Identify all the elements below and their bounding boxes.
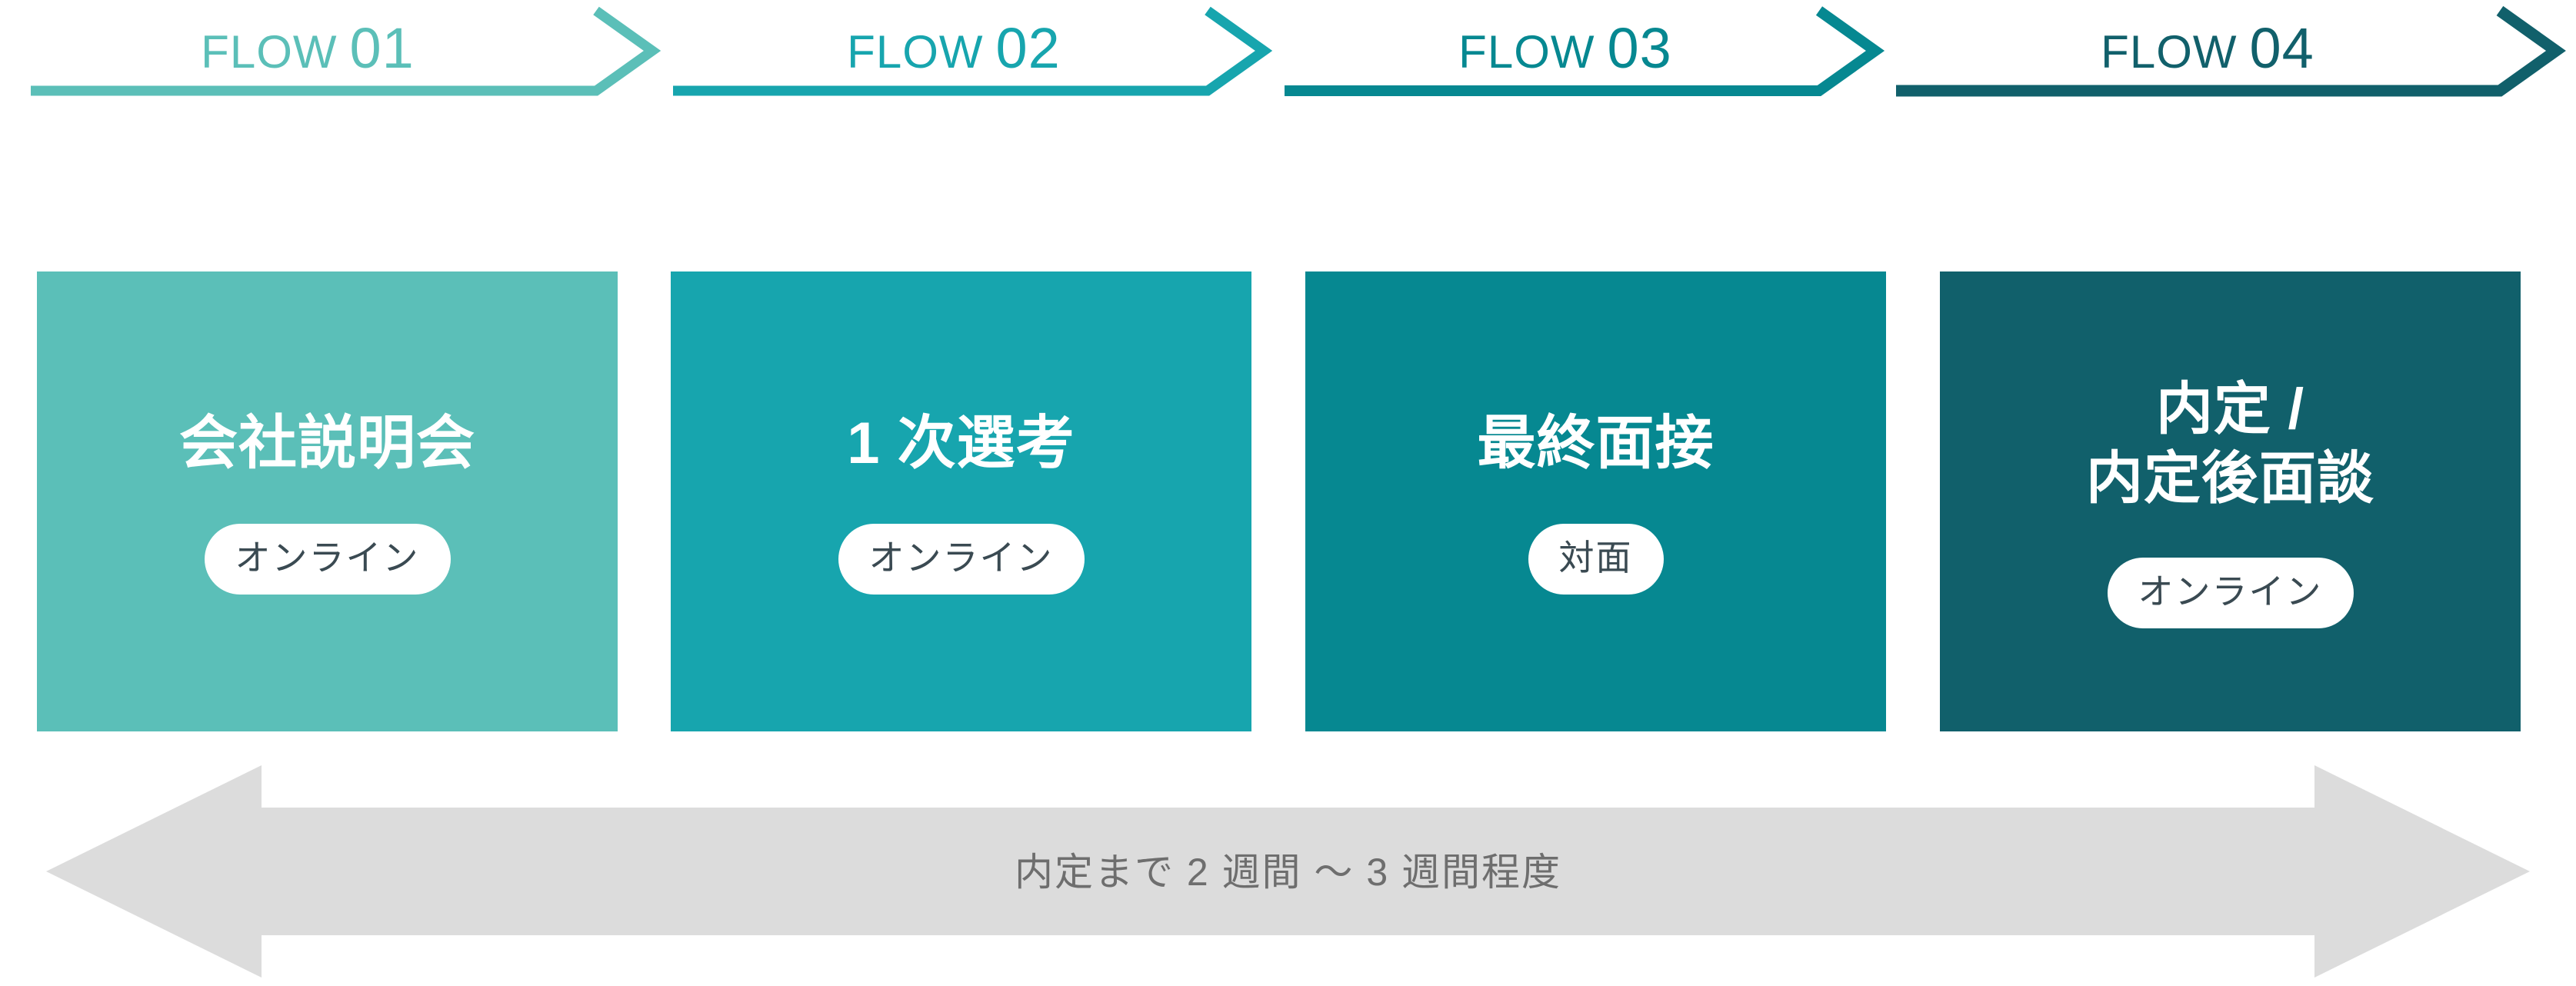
step-badge-3: 対面 — [1528, 524, 1664, 595]
chevron-stroke-04 — [1896, 5, 2566, 97]
step-badge-1: オンライン — [204, 524, 451, 595]
step-badge-2: オンライン — [838, 524, 1085, 595]
step-card-title-2: 1 次選考 — [847, 410, 1075, 476]
step-card-2[interactable]: 1 次選考 オンライン — [671, 271, 1251, 731]
step-card-title-4: 内定 / 内定後面談 — [2086, 376, 2374, 510]
chevron-stroke-03 — [1285, 6, 1885, 96]
chevron-stroke-01 — [31, 6, 661, 96]
chevron-stroke-02 — [673, 6, 1273, 96]
step-cards-row: 会社説明会 オンライン 1 次選考 オンライン 最終面接 対面 内定 / 内定後… — [0, 271, 2576, 733]
double-arrow-shape — [46, 765, 2530, 978]
duration-band: 内定まで 2 週間 〜 3 週間程度 — [0, 758, 2576, 986]
step-card-1[interactable]: 会社説明会 オンライン — [37, 271, 618, 731]
step-card-4[interactable]: 内定 / 内定後面談 オンライン — [1940, 271, 2521, 731]
step-card-3[interactable]: 最終面接 対面 — [1305, 271, 1886, 731]
step-card-title-1: 会社説明会 — [179, 410, 475, 476]
step-card-title-3: 最終面接 — [1477, 410, 1715, 476]
step-badge-4: オンライン — [2107, 558, 2354, 629]
